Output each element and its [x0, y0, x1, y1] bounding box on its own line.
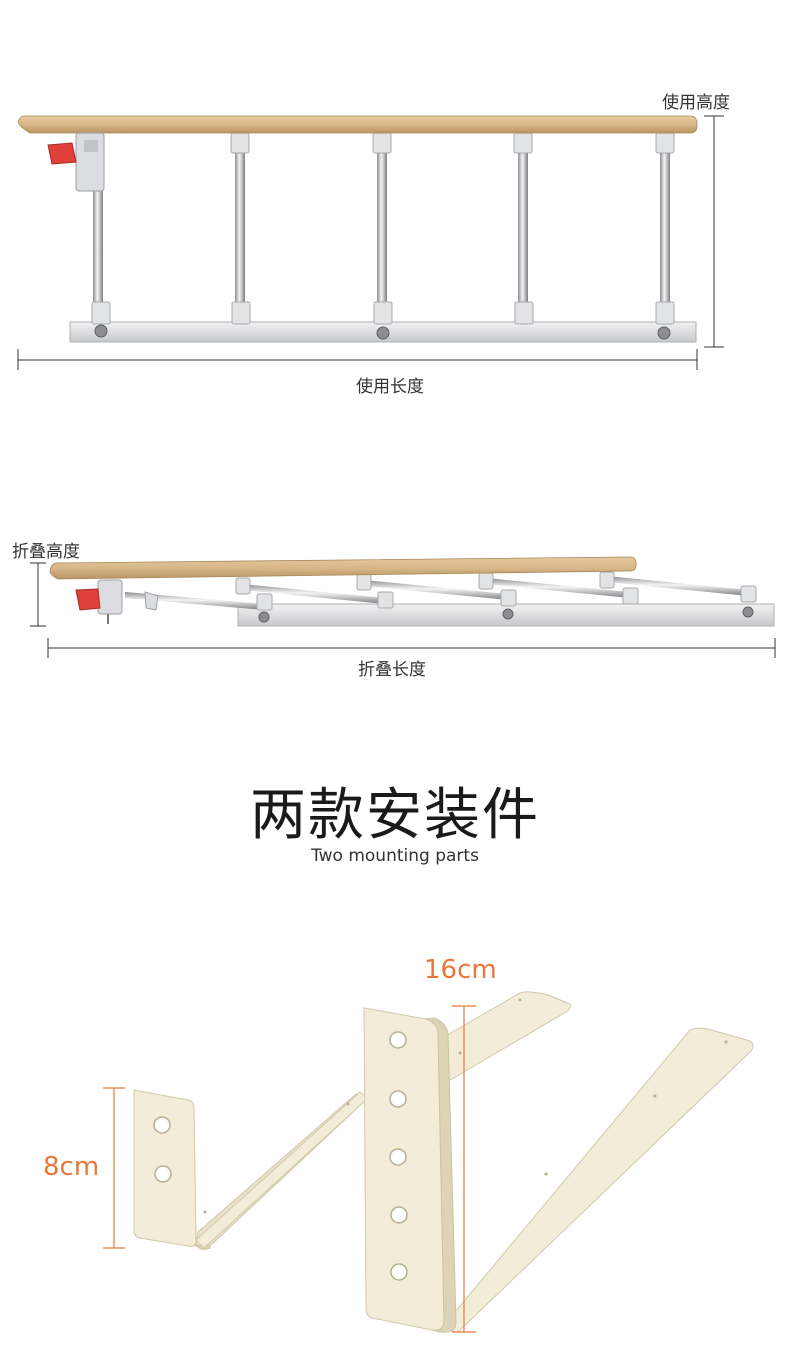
fold-length-label: 折叠长度: [358, 660, 426, 680]
unfolded-rail: [17, 115, 698, 343]
section-subtitle: Two mounting parts: [311, 846, 479, 866]
unfolded-dimensions: [17, 115, 724, 370]
large-bracket: [363, 991, 754, 1333]
use-height-label: 使用高度: [662, 93, 730, 113]
fold-height-label: 折叠高度: [12, 542, 80, 562]
small-bracket: [133, 1089, 369, 1250]
folded-rail: [49, 556, 775, 627]
use-length-label: 使用长度: [356, 377, 424, 397]
short-dimension-label: 8cm: [43, 1152, 100, 1182]
long-dimension-label: 16cm: [424, 955, 497, 985]
bracket-dimensions: [103, 1005, 476, 1333]
section-title: 两款安装件: [250, 783, 540, 848]
folded-dimensions: [30, 562, 776, 658]
